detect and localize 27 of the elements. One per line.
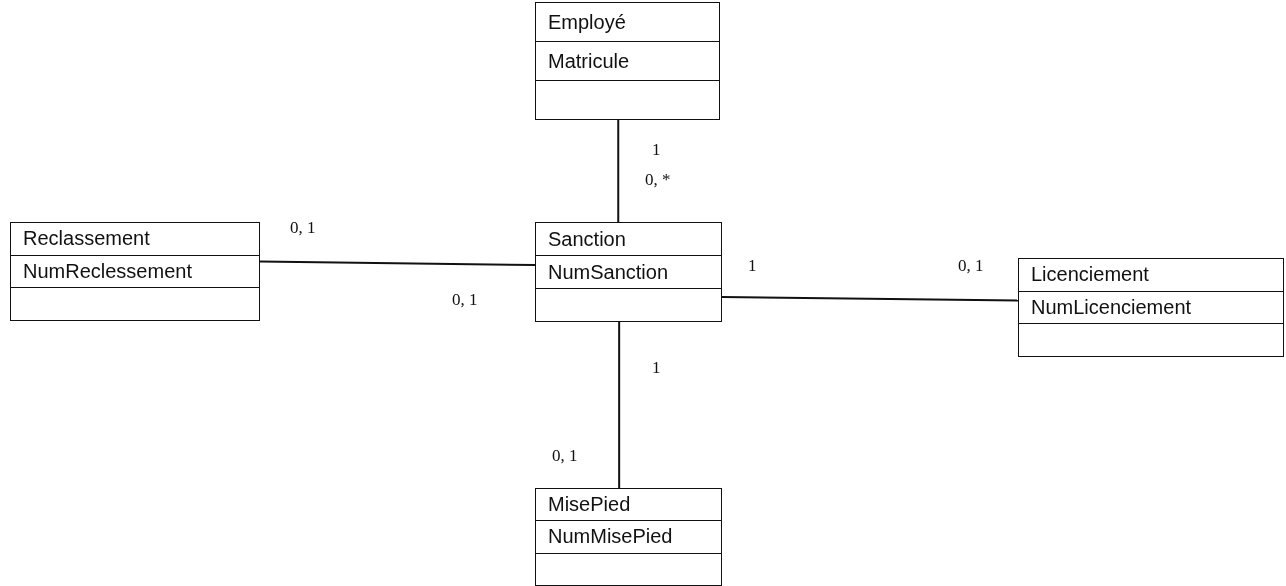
multiplicity-label: 1 (748, 256, 757, 276)
class-name: Sanction (548, 227, 626, 251)
class-box (10, 222, 260, 321)
multiplicity-label: 0, 1 (958, 256, 984, 276)
multiplicity-label: 0, 1 (552, 446, 578, 466)
class-name: Licenciement (1031, 263, 1149, 287)
association-line (618, 321, 621, 489)
class-box (535, 488, 722, 586)
class-attribute: Matricule (548, 49, 630, 73)
class-box (1018, 258, 1284, 357)
class-attribute: NumSanction (548, 260, 669, 284)
class-attribute: NumLicenciement (1031, 296, 1192, 319)
multiplicity-label: 1 (652, 358, 661, 378)
class-name: MisePied (548, 493, 631, 517)
multiplicity-label: 0, * (645, 170, 671, 190)
class-name: Reclassement (23, 227, 150, 251)
association-line (617, 119, 620, 223)
association-line (259, 260, 536, 266)
multiplicity-label: 0, 1 (452, 290, 478, 310)
multiplicity-label: 0, 1 (290, 218, 316, 238)
class-name: Employé (548, 10, 626, 34)
association-line (721, 296, 1019, 302)
multiplicity-label: 1 (652, 140, 661, 160)
class-attribute: NumMisePied (548, 525, 673, 549)
class-box (535, 222, 722, 322)
class-box (535, 2, 720, 120)
class-attribute: NumReclessement (23, 260, 192, 283)
